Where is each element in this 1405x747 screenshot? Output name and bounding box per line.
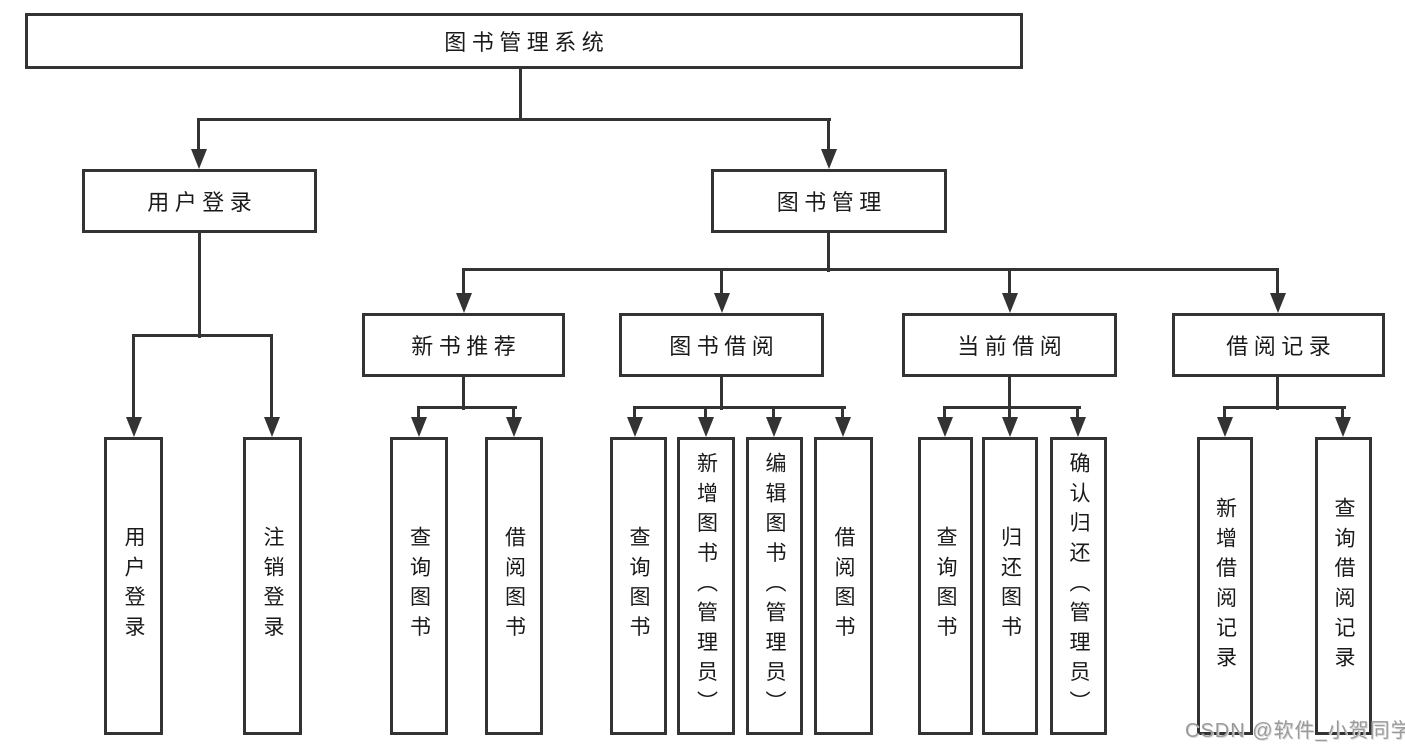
arrow-down-icon (937, 417, 953, 437)
connector-line (943, 408, 946, 421)
leaf-label: 查询借阅记录 (1332, 496, 1355, 676)
connector-line (1223, 406, 1346, 409)
arrow-down-icon (1217, 417, 1233, 437)
leaf-user-login: 用户登录 (104, 437, 163, 735)
connector-line (633, 408, 636, 421)
leaf-label: 用户登录 (122, 526, 145, 646)
connector-line (519, 69, 522, 120)
leaf-return-book: 归还图书 (982, 437, 1038, 735)
leaf-add-borrow-record: 新增借阅记录 (1197, 437, 1253, 735)
connector-line (841, 408, 844, 421)
node-book-management: 图书管理 (711, 169, 947, 233)
arrow-down-icon (698, 417, 714, 437)
connector-line (1276, 270, 1279, 295)
leaf-borrow-books-1: 借阅图书 (485, 437, 543, 735)
connector-line (462, 270, 465, 295)
leaf-label: 借阅图书 (502, 526, 526, 646)
connector-line (1276, 377, 1279, 410)
leaf-label: 查询图书 (627, 526, 650, 646)
connector-line (772, 408, 775, 421)
arrow-down-icon (627, 417, 643, 437)
leaf-label: 确认归还（管理员） (1067, 451, 1090, 721)
arrow-down-icon (1070, 417, 1086, 437)
connector-line (1223, 408, 1226, 421)
arrow-down-icon (1002, 293, 1018, 313)
connector-line (720, 270, 723, 295)
connector-line (1076, 408, 1079, 421)
connector-line (270, 336, 273, 420)
leaf-query-books-1: 查询图书 (390, 437, 448, 735)
connector-line (417, 406, 517, 409)
leaf-query-books-2: 查询图书 (610, 437, 667, 735)
leaf-edit-book-admin: 编辑图书（管理员） (746, 437, 803, 735)
node-current-borrowing: 当前借阅 (902, 313, 1117, 377)
leaf-query-borrow-record: 查询借阅记录 (1315, 437, 1372, 735)
leaf-label: 查询图书 (407, 526, 431, 646)
arrow-down-icon (1335, 417, 1351, 437)
node-borrowing-records: 借阅记录 (1172, 313, 1385, 377)
arrow-down-icon (456, 293, 472, 313)
arrow-down-icon (264, 417, 280, 437)
leaf-borrow-books-2: 借阅图书 (814, 437, 873, 735)
watermark: CSDN @软件_小贺同学 (1185, 720, 1405, 742)
leaf-label: 查询图书 (934, 526, 957, 646)
arrow-down-icon (1002, 417, 1018, 437)
connector-line (417, 408, 420, 421)
connector-line (827, 120, 830, 152)
arrow-down-icon (821, 149, 837, 169)
arrow-down-icon (506, 417, 522, 437)
leaf-confirm-return-admin: 确认归还（管理员） (1050, 437, 1107, 735)
leaf-query-books-3: 查询图书 (918, 437, 973, 735)
node-new-book-recommend: 新书推荐 (362, 313, 565, 377)
node-book-borrowing: 图书借阅 (619, 313, 824, 377)
leaf-logout: 注销登录 (243, 437, 302, 735)
leaf-label: 编辑图书（管理员） (763, 451, 786, 721)
connector-line (943, 406, 1081, 409)
connector-line (827, 233, 830, 272)
leaf-label: 新增借阅记录 (1213, 496, 1237, 676)
connector-line (462, 268, 1279, 271)
connector-line (462, 377, 465, 410)
connector-line (1008, 377, 1011, 410)
leaf-label: 新增图书（管理员） (694, 451, 718, 721)
arrow-down-icon (411, 417, 427, 437)
leaf-label: 归还图书 (998, 526, 1022, 646)
arrow-down-icon (1270, 293, 1286, 313)
arrow-down-icon (714, 293, 730, 313)
connector-line (1008, 270, 1011, 295)
node-library-system: 图书管理系统 (25, 13, 1023, 69)
connector-line (512, 408, 515, 421)
connector-line (132, 336, 135, 420)
leaf-label: 借阅图书 (832, 526, 855, 646)
connector-line (197, 118, 831, 121)
leaf-add-book-admin: 新增图书（管理员） (677, 437, 735, 735)
arrow-down-icon (191, 149, 207, 169)
connector-line (197, 120, 200, 152)
connector-line (704, 408, 707, 421)
connector-line (1008, 408, 1011, 421)
arrow-down-icon (126, 417, 142, 437)
leaf-label: 注销登录 (261, 526, 284, 646)
node-user-login: 用户登录 (82, 169, 317, 233)
connector-line (1341, 408, 1344, 421)
connector-line (633, 406, 846, 409)
connector-line (198, 233, 201, 338)
connector-line (132, 334, 273, 337)
arrow-down-icon (766, 417, 782, 437)
connector-line (720, 377, 723, 410)
arrow-down-icon (835, 417, 851, 437)
